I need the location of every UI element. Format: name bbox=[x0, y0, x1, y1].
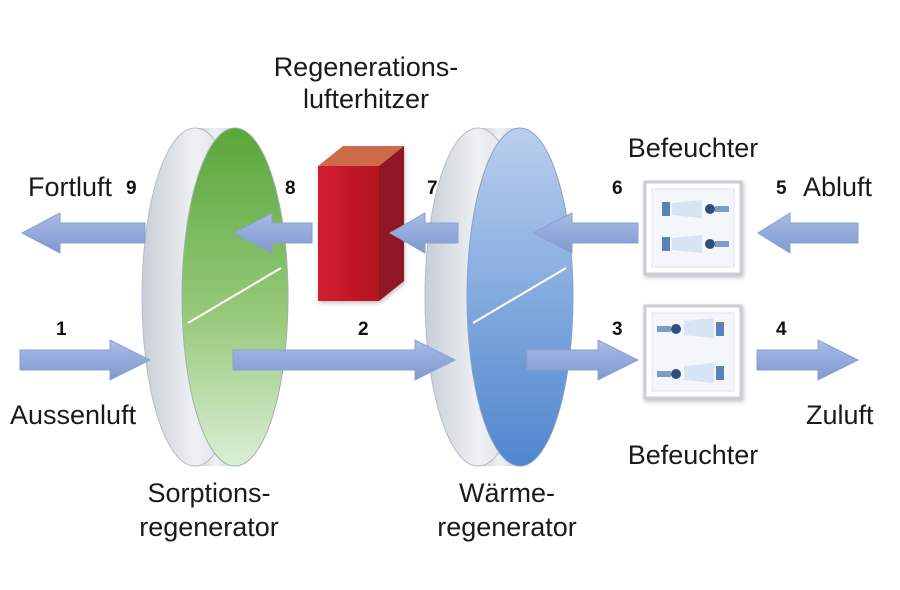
point-2: 2 bbox=[358, 319, 369, 340]
humidifier-top bbox=[643, 180, 743, 276]
point-6: 6 bbox=[612, 178, 623, 199]
humidifier-bottom-label: Befeuchter bbox=[628, 440, 759, 470]
nozzle-icon bbox=[662, 200, 729, 253]
arrow-6-to-heat-regenerator bbox=[531, 212, 639, 254]
exhaust-air-arrows bbox=[20, 212, 859, 254]
sorption-regenerator bbox=[141, 127, 289, 467]
heater-label-line1: Regenerations- bbox=[274, 52, 459, 82]
outside-air-label: Aussenluft bbox=[10, 400, 137, 430]
arrow-2-to-heat-regenerator bbox=[232, 339, 457, 381]
regeneration-heater bbox=[318, 146, 404, 301]
point-4: 4 bbox=[776, 319, 787, 340]
point-9: 9 bbox=[126, 178, 137, 199]
point-3: 3 bbox=[612, 319, 623, 340]
humidifier-bottom bbox=[643, 304, 743, 400]
supply-air-arrows bbox=[19, 339, 860, 381]
arrow-zuluft-out bbox=[756, 339, 860, 381]
point-5: 5 bbox=[776, 178, 787, 199]
arrow-aussenluft-in bbox=[19, 339, 152, 381]
nozzle-icon bbox=[657, 318, 724, 383]
point-8: 8 bbox=[285, 178, 296, 199]
heat-regenerator bbox=[424, 127, 574, 467]
heat-label-line1: Wärme- bbox=[459, 478, 555, 508]
sorption-label-line1: Sorptions- bbox=[147, 478, 270, 508]
point-1: 1 bbox=[56, 319, 67, 340]
heater-label-line2: lufterhitzer bbox=[303, 84, 429, 114]
arrow-3-to-humidifier bbox=[526, 339, 640, 381]
humidifier-top-label: Befeuchter bbox=[628, 133, 759, 163]
arrow-8-to-sorption bbox=[232, 212, 313, 254]
arrow-abluft-in bbox=[757, 212, 859, 254]
point-7: 7 bbox=[427, 178, 438, 199]
arrow-fortluft-out bbox=[20, 212, 146, 254]
exhaust-in-label: Abluft bbox=[803, 172, 873, 202]
supply-air-label: Zuluft bbox=[806, 400, 874, 430]
arrow-7-to-heater bbox=[388, 212, 459, 254]
heat-label-line2: regenerator bbox=[437, 512, 577, 542]
sorption-label-line2: regenerator bbox=[139, 512, 279, 542]
exhaust-out-label: Fortluft bbox=[28, 172, 113, 202]
